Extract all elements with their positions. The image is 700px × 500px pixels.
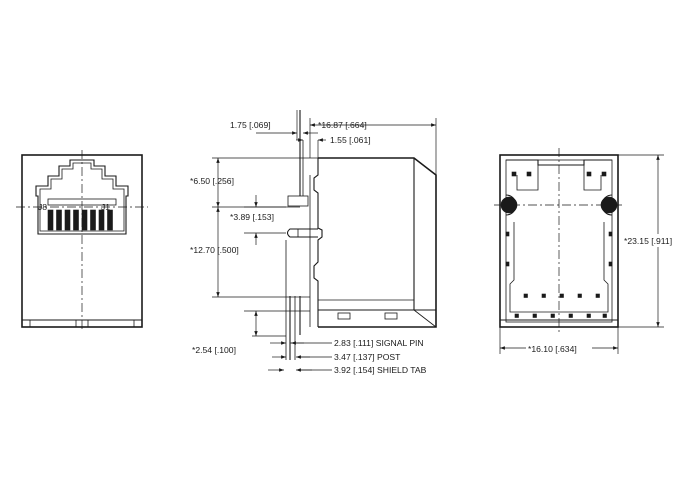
side-body-outline bbox=[318, 157, 437, 328]
dim-label-height-overall: *23.15 [.911] bbox=[624, 236, 672, 246]
dim-label-height-c: *12.70 [.500] bbox=[190, 245, 239, 255]
dim-label-post: 3.47 [.137] POST bbox=[334, 352, 401, 362]
contact-pin bbox=[73, 209, 79, 231]
dim-label-pin-offset: 1.55 [.061] bbox=[330, 135, 371, 145]
side-window bbox=[337, 312, 351, 320]
rear-view: *23.15 [.911] *16.10 [.634] bbox=[494, 148, 692, 354]
dim-label-height-b: *3.89 [.153] bbox=[230, 212, 274, 222]
dim-label-height-a: *6.50 [.256] bbox=[190, 176, 234, 186]
contact-pin bbox=[56, 209, 62, 231]
contact-pin bbox=[90, 209, 96, 231]
side-view: *6.50 [.256] *3.89 [.153] *12.70 [.500] … bbox=[190, 110, 437, 375]
contact-pin bbox=[64, 209, 71, 231]
dim-label-width-overall: *16.10 [.634] bbox=[528, 344, 577, 354]
rear-top-notch bbox=[506, 159, 612, 166]
rear-pin-row-top bbox=[523, 293, 600, 298]
contact-pin bbox=[81, 209, 88, 231]
dim-label-pitch: *2.54 [.100] bbox=[192, 345, 236, 355]
jack-opening-outline bbox=[35, 159, 129, 235]
post-pin bbox=[286, 228, 318, 238]
contact-pin bbox=[107, 209, 113, 231]
pin-label-j1: J1 bbox=[101, 202, 110, 212]
contact-pin bbox=[98, 209, 105, 231]
rear-pin-row-bottom bbox=[514, 313, 607, 318]
contact-pin bbox=[47, 209, 54, 231]
side-window bbox=[384, 312, 398, 320]
rear-inner-cavity bbox=[509, 222, 609, 313]
shield-profile bbox=[313, 158, 323, 327]
front-view: J8 J1 bbox=[16, 150, 148, 332]
contact-fingers bbox=[47, 209, 113, 231]
pin-label-j8: J8 bbox=[38, 202, 47, 212]
dim-label-offset-top: 1.75 [.069] bbox=[230, 120, 271, 130]
dim-label-depth: *16.87 [.664] bbox=[318, 120, 367, 130]
dim-label-shield-tab: 3.92 [.154] SHIELD TAB bbox=[334, 365, 427, 375]
dim-label-signal-pin: 2.83 [.111] SIGNAL PIN bbox=[334, 338, 424, 348]
